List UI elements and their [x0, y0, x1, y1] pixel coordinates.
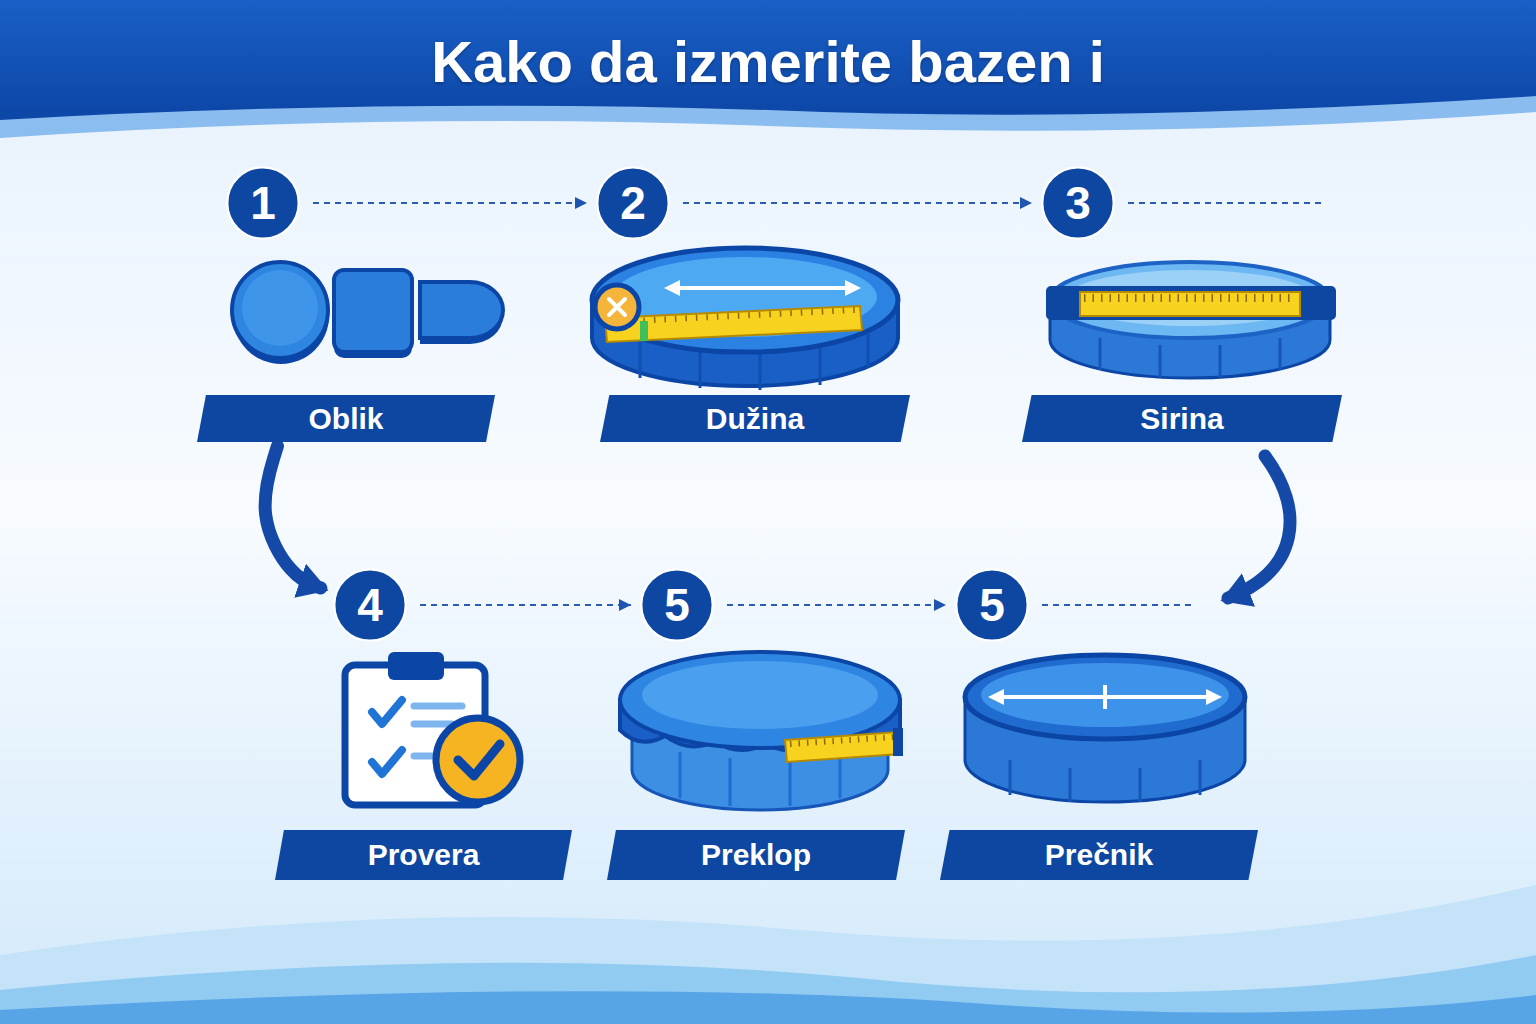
step-label: Sirina [1140, 404, 1223, 434]
clipboard-clip [388, 652, 444, 680]
start-point-cross [609, 299, 625, 315]
footer-wave [0, 885, 1536, 1024]
pool-ribs [1100, 338, 1280, 377]
pool-rim [1050, 262, 1330, 338]
header-wave [0, 0, 1536, 138]
band-shape [275, 830, 572, 880]
step-number: 2 [620, 180, 646, 226]
rectangular-shape-icon [334, 270, 412, 352]
step-label: Prečnik [1045, 840, 1153, 870]
band-shape [607, 830, 905, 880]
measuring-tape [785, 732, 900, 762]
step-number-badge: 1 [225, 165, 301, 241]
band-shape [600, 395, 910, 442]
round-shape-icon [232, 262, 328, 358]
dashed-flow-arrow [683, 202, 1032, 204]
diagram-title: Kako da izmerite bazen i [0, 30, 1536, 94]
tape-marker [640, 321, 648, 341]
badge-circle [1042, 167, 1113, 238]
length-arrow-heads [664, 280, 861, 296]
start-point-marker [595, 285, 639, 329]
pool-water [981, 663, 1229, 727]
center-tick [1103, 685, 1107, 709]
step-number-badge: 4 [332, 567, 408, 643]
check-badge [436, 718, 520, 802]
band-shape [940, 830, 1258, 880]
dashed-flow-line [1042, 604, 1196, 606]
footer-wave [0, 991, 1536, 1024]
step-number-badge: 5 [639, 567, 715, 643]
badge-circle [956, 569, 1027, 640]
check-badge-mark [458, 744, 500, 776]
dashed-flow-line [1128, 202, 1325, 204]
step-label-band: Dužina [600, 395, 910, 442]
badge-circle [334, 569, 405, 640]
measuring-tape [605, 306, 862, 342]
oval-shape-icon [420, 282, 503, 338]
step-number: 3 [1065, 180, 1091, 226]
step-label-band: Preklop [607, 830, 905, 880]
curved-flow-arrow [265, 446, 321, 588]
pool-ribs [1010, 760, 1200, 802]
measuring-tape [1080, 292, 1300, 316]
badge-circle [227, 167, 298, 238]
step-label-band: Prečnik [940, 830, 1258, 880]
dashed-flow-arrow [727, 604, 946, 606]
step-label: Preklop [701, 840, 811, 870]
pool-cover-highlight [642, 661, 878, 729]
step-label-band: Oblik [197, 395, 495, 442]
step-number: 5 [664, 582, 690, 628]
badge-circle [597, 167, 668, 238]
round-shape-highlight [242, 270, 318, 346]
tape-ticks [1084, 294, 1296, 302]
pool-cover [620, 652, 900, 748]
dashed-flow-arrow [420, 604, 631, 606]
pool-rim [965, 655, 1245, 739]
tape-ticks [790, 737, 894, 744]
step-number: 1 [250, 180, 276, 226]
pool-rim [592, 248, 898, 352]
step-label: Provera [368, 840, 480, 870]
step-number-badge: 2 [595, 165, 671, 241]
length-arrow [676, 286, 849, 290]
step-number-badge: 3 [1040, 165, 1116, 241]
step-label-band: Provera [275, 830, 572, 880]
tape-holder [893, 728, 903, 756]
curved-flow-arrow [1228, 456, 1290, 598]
step-number: 4 [357, 582, 383, 628]
step-label-band: Sirina [1022, 395, 1342, 442]
tape-holder [1046, 286, 1336, 320]
dashed-flow-arrow [313, 202, 587, 204]
step-number-badge: 5 [954, 567, 1030, 643]
step-number: 5 [979, 582, 1005, 628]
footer-wave [0, 955, 1536, 1024]
step-label: Oblik [308, 404, 383, 434]
header-band [0, 0, 1536, 120]
step-label: Dužina [706, 404, 804, 434]
band-shape [197, 395, 495, 442]
tape-ticks [612, 310, 855, 322]
band-shape [1022, 395, 1342, 442]
checklist-ticks [372, 700, 402, 774]
badge-circle [641, 569, 712, 640]
